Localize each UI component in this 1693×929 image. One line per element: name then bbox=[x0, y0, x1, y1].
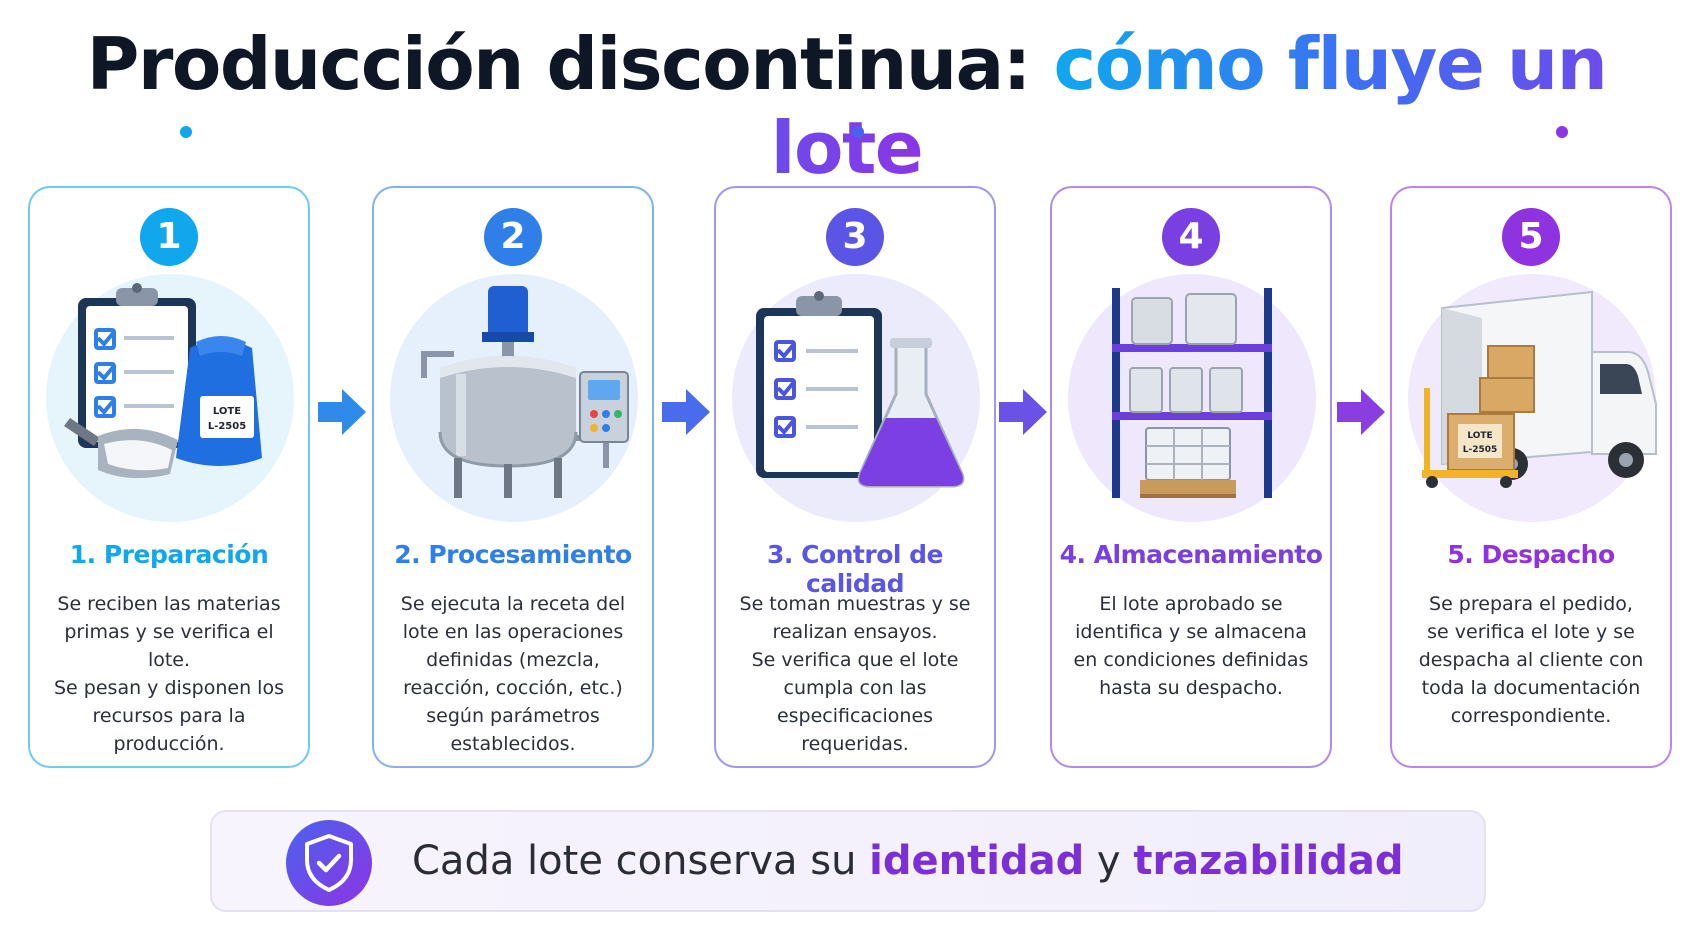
step-number-badge: 3 bbox=[826, 208, 884, 266]
processing-tank-illustration bbox=[390, 274, 638, 522]
banner-traceability: trazabilidad bbox=[1133, 838, 1404, 884]
step-number-badge: 1 bbox=[140, 208, 198, 266]
step-description: Se prepara el pedido, se verifica el lot… bbox=[1418, 593, 1644, 727]
quality-control-illustration bbox=[732, 274, 980, 522]
step-description: Se ejecuta la receta del lote en las ope… bbox=[400, 593, 626, 755]
preparation-illustration: LOTE L-2505 bbox=[46, 274, 294, 522]
step-number-badge: 5 bbox=[1502, 208, 1560, 266]
step-description: El lote aprobado se identifica y se alma… bbox=[1073, 593, 1309, 699]
svg-text:L-2505: L-2505 bbox=[1463, 445, 1498, 455]
step-title: 5. Despacho bbox=[1447, 540, 1615, 569]
step-description: Se toman muestras y se realizan ensayos.… bbox=[739, 593, 971, 755]
delivery-truck-illustration: LOTE L-2505 bbox=[1408, 274, 1657, 522]
traceability-banner: Cada lote conserva su identidad y trazab… bbox=[210, 810, 1486, 912]
warehouse-rack-illustration bbox=[1068, 274, 1316, 522]
svg-text:L-2505: L-2505 bbox=[208, 421, 246, 432]
step-card-procesamiento: 2 2. Procesamiento Se ejecuta la receta … bbox=[372, 186, 654, 768]
flow-arrow-4-icon bbox=[1337, 389, 1385, 435]
step-title: 4. Almacenamiento bbox=[1059, 540, 1323, 569]
banner-prefix: Cada lote conserva su bbox=[412, 838, 870, 884]
shield-check-icon bbox=[286, 820, 372, 906]
page-title: Producción discontinua: cómo fluye un lo… bbox=[0, 22, 1693, 190]
title-main: Producción discontinua: bbox=[86, 22, 1054, 106]
banner-identity: identidad bbox=[869, 838, 1085, 884]
title-highlight: cómo fluye un lote bbox=[770, 22, 1608, 190]
title-divider bbox=[180, 126, 1568, 138]
step-title: 1. Preparación bbox=[69, 540, 269, 569]
svg-text:LOTE: LOTE bbox=[213, 406, 241, 417]
step-title: 2. Procesamiento bbox=[394, 540, 632, 569]
step-card-almacenamiento: 4 4. Almacenamiento El lote aprobado se … bbox=[1050, 186, 1332, 768]
step-description: Se reciben las materias primas y se veri… bbox=[54, 593, 284, 755]
step-card-despacho: 5 LOTE L-2505 5. Despacho Se prepara el … bbox=[1390, 186, 1672, 768]
svg-text:LOTE: LOTE bbox=[1467, 431, 1492, 441]
step-card-control-calidad: 3 3. Control de calidad Se toman muestra… bbox=[714, 186, 996, 768]
banner-connector: y bbox=[1084, 838, 1134, 884]
flow-arrow-3-icon bbox=[999, 389, 1047, 435]
step-number-badge: 4 bbox=[1162, 208, 1220, 266]
step-number-badge: 2 bbox=[484, 208, 542, 266]
step-card-preparacion: 1 LOTE L-2505 1. Preparación bbox=[28, 186, 310, 768]
flow-arrow-2-icon bbox=[662, 389, 710, 435]
flow-arrow-1-icon bbox=[318, 389, 366, 435]
step-title: 3. Control de calidad bbox=[767, 540, 944, 598]
banner-message: Cada lote conserva su identidad y trazab… bbox=[412, 812, 1412, 910]
